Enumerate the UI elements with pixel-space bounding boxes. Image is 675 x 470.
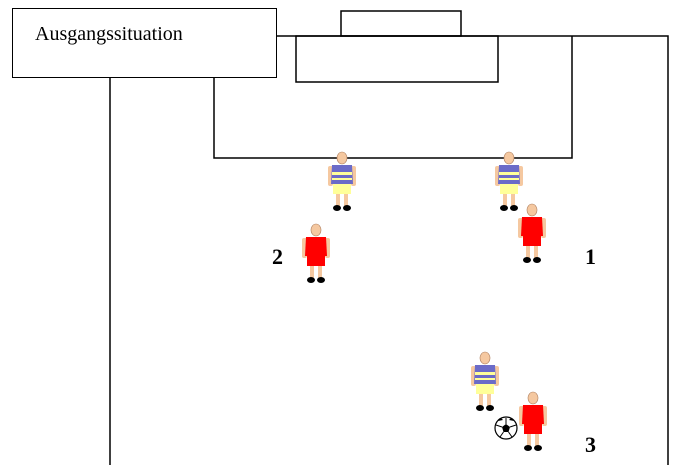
player-label-1: 1 (585, 244, 596, 269)
field-boundary-top (277, 35, 669, 465)
attacker-player-1 (518, 203, 546, 263)
penalty-area (213, 36, 573, 159)
goal (340, 10, 462, 37)
goal-area (295, 35, 499, 83)
defender-player (471, 351, 499, 411)
player-label-3: 3 (585, 432, 596, 457)
player-label-2: 2 (272, 244, 283, 269)
title-box: Ausgangssituation (12, 8, 277, 78)
defender-player (328, 151, 356, 211)
attacker-player-3 (519, 391, 547, 451)
attacker-player-2 (302, 223, 330, 283)
defender-player (495, 151, 523, 211)
diagram-title: Ausgangssituation (35, 23, 183, 45)
soccer-ball-icon (494, 416, 518, 440)
